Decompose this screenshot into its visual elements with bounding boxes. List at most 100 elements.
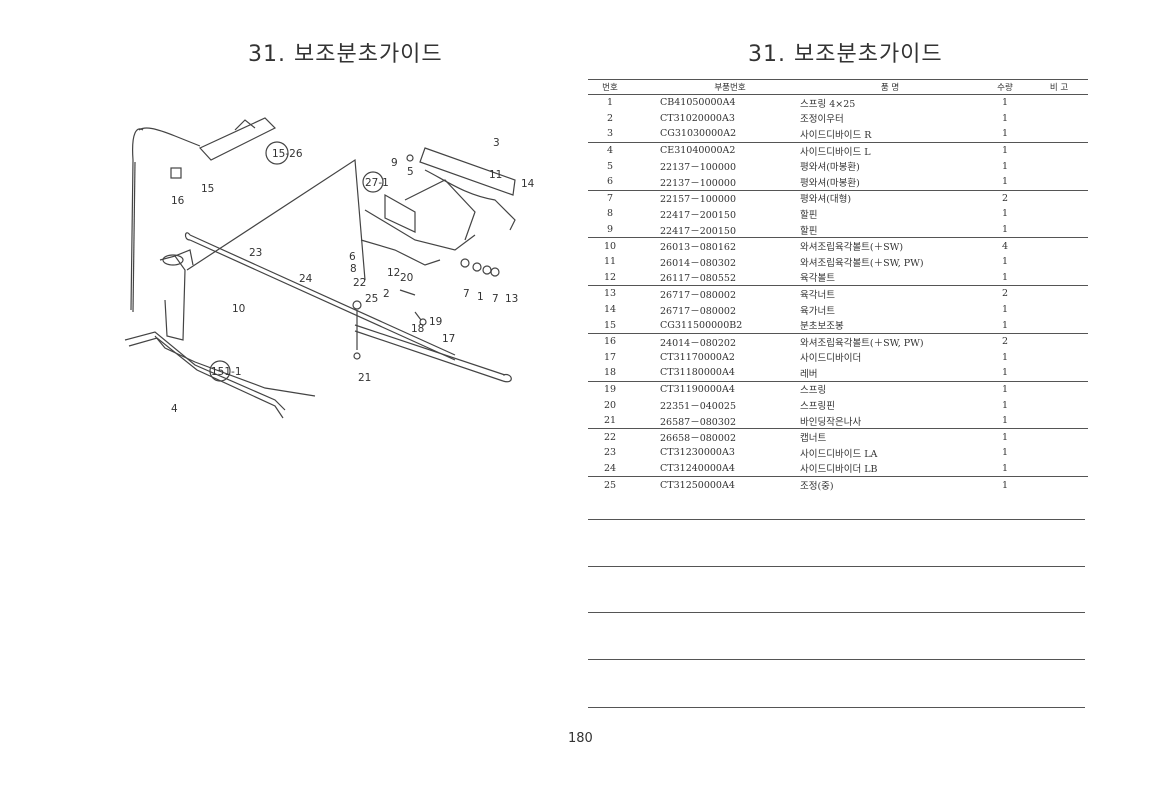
cell-part-no: 22137－100000: [632, 173, 800, 191]
blank-line: [588, 519, 1085, 520]
cell-no: 11: [603, 256, 617, 268]
cell-name: 평와셔(마봉환): [800, 162, 860, 174]
cell-remark: [1030, 477, 1088, 493]
cell-name: 스프링핀: [800, 401, 835, 413]
parts-exploded-diagram: 15-26 15 16 23 24 10 151-1 4 27-1 9 5 3 …: [124, 117, 535, 419]
cell-part-no: 24014－080202: [660, 337, 736, 349]
callout-151-1: 151-1: [211, 366, 242, 378]
cell-no: 23: [603, 447, 617, 459]
callout-23: 23: [249, 247, 262, 259]
cell-part-no: CT31250000A4: [660, 479, 735, 491]
header-name: 품 명: [800, 79, 980, 95]
cell-part-no: CT31230000A3: [660, 447, 735, 459]
cell-no: 14: [603, 304, 617, 316]
cell-qty: 1: [1001, 97, 1009, 109]
cell-no: 5: [606, 160, 614, 172]
cell-name: 육가너트: [800, 305, 835, 317]
cell-name: 바인딩작은나사: [800, 412, 980, 430]
cell-qty: 1: [980, 126, 1030, 143]
cell-part-no: CT31170000A2: [660, 351, 735, 363]
cell-remark: [1030, 350, 1088, 366]
cell-part-no: 26117－080552: [632, 269, 800, 287]
cell-name: 평와셔(대형): [800, 194, 852, 206]
callout-6: 6: [349, 251, 356, 263]
cell-name: 사이드디바이더 LB: [800, 460, 980, 478]
cell-name: 와셔조립육각볼트(＋SW, PW): [800, 257, 924, 269]
page-number: 180: [568, 731, 593, 746]
blank-line: [588, 612, 1085, 613]
blank-line: [588, 707, 1085, 708]
cell-qty: 1: [1001, 112, 1009, 124]
cell-no: 3: [588, 126, 632, 143]
callout-7a: 7: [463, 288, 470, 300]
callout-19: 19: [429, 316, 442, 328]
callout-15: 15: [201, 183, 214, 195]
cell-part-no: CT31180000A4: [632, 365, 800, 382]
cell-no: 1: [606, 97, 614, 109]
cell-name: 할핀: [800, 209, 818, 221]
cell-name: 조정이우터: [800, 114, 844, 126]
cell-qty: 1: [980, 269, 1030, 287]
cell-no: 20: [603, 399, 617, 411]
cell-part-no: CG31030000A2: [632, 126, 800, 143]
cell-remark: [1030, 126, 1088, 143]
cell-qty: 1: [1001, 431, 1009, 443]
cell-part-no: 22351－040025: [660, 401, 736, 413]
cell-qty: 1: [1001, 351, 1009, 363]
cell-qty: 1: [1001, 256, 1009, 268]
cell-remark: [1030, 269, 1088, 287]
cell-no: 25: [603, 479, 617, 491]
cell-remark: [1030, 221, 1088, 239]
callout-11: 11: [489, 169, 502, 181]
cell-qty: 1: [980, 365, 1030, 382]
cell-no: 10: [603, 240, 617, 252]
cell-no: 16: [603, 336, 617, 348]
callout-15-26: 15-26: [272, 148, 303, 160]
cell-part-no: 22137－100000: [660, 162, 736, 174]
header-qty: 수량: [980, 79, 1030, 95]
cell-part-no: CT31190000A4: [660, 383, 735, 395]
cell-name: 와셔조립육각볼트(＋SW, PW): [800, 337, 924, 349]
cell-part-no: 26014－080302: [660, 257, 736, 269]
cell-remark: [1030, 412, 1088, 430]
callout-14: 14: [521, 178, 535, 190]
cell-remark: [1030, 397, 1088, 413]
cell-part-no: 26717－080002: [660, 289, 736, 301]
cell-qty: 1: [980, 173, 1030, 191]
cell-qty: 1: [980, 460, 1030, 478]
callout-4: 4: [171, 403, 178, 415]
cell-remark: [1030, 317, 1088, 334]
blank-line: [588, 566, 1085, 567]
callout-12: 12: [387, 267, 400, 279]
cell-part-no: CT31020000A3: [660, 112, 735, 124]
cell-remark: [1030, 333, 1088, 349]
callout-8: 8: [350, 263, 357, 275]
cell-remark: [1030, 190, 1088, 206]
cell-part-no: 22417－200150: [632, 221, 800, 239]
cell-part-no: 26013－080162: [660, 242, 736, 254]
cell-qty: 1: [1001, 208, 1009, 220]
cell-name: 육각너트: [800, 289, 835, 301]
cell-no: 8: [606, 208, 614, 220]
cell-name: 사이드디바이드 L: [800, 146, 871, 158]
cell-qty: 4: [1001, 240, 1009, 252]
callout-10: 10: [232, 303, 245, 315]
cell-name: 사이드디바이더: [800, 353, 862, 365]
cell-qty: 1: [1001, 304, 1009, 316]
cell-no: 19: [603, 383, 617, 395]
cell-part-no: 22417－200150: [660, 209, 736, 221]
